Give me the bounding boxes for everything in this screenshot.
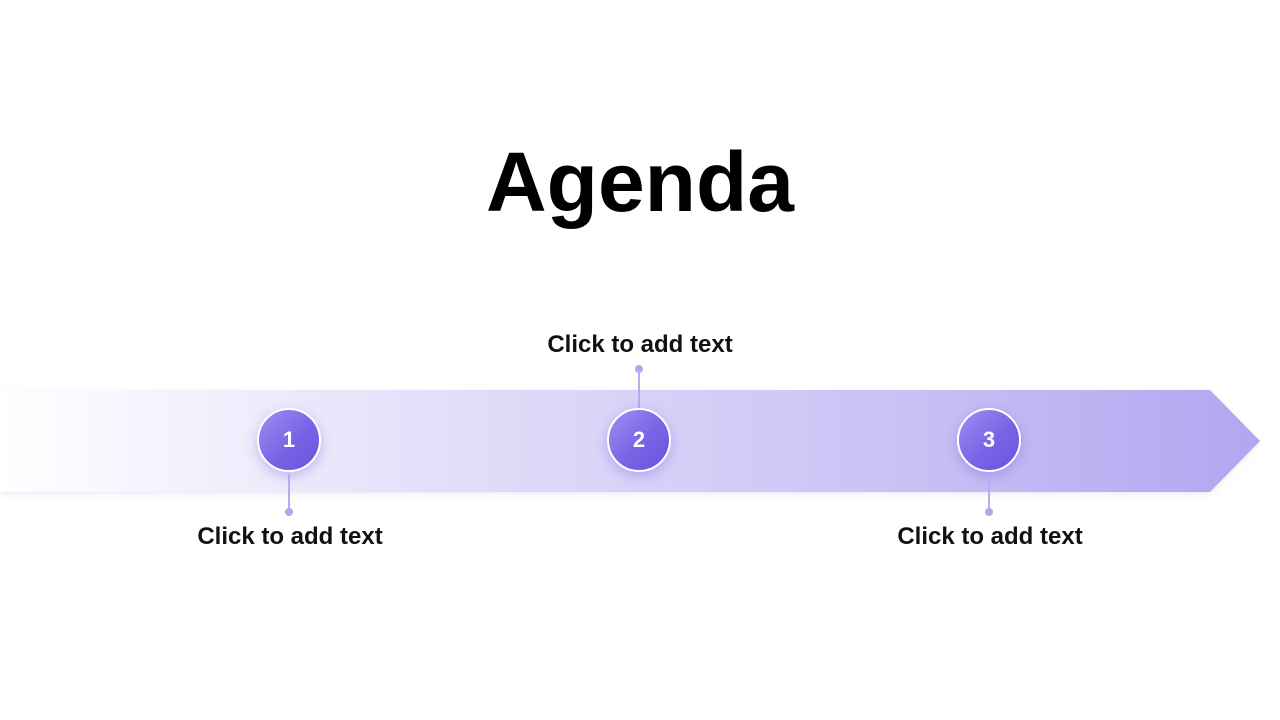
step-2-connector-dot bbox=[635, 365, 643, 373]
step-3-badge[interactable]: 3 bbox=[957, 408, 1021, 472]
step-2-label[interactable]: Click to add text bbox=[547, 331, 733, 358]
step-1-connector bbox=[288, 474, 290, 512]
step-1-badge[interactable]: 1 bbox=[257, 408, 321, 472]
step-1-connector-dot bbox=[285, 508, 293, 516]
slide-title[interactable]: Agenda bbox=[485, 135, 795, 229]
step-3-connector bbox=[988, 474, 990, 512]
step-3-connector-dot bbox=[985, 508, 993, 516]
step-2-connector bbox=[638, 370, 640, 408]
step-3-label[interactable]: Click to add text bbox=[897, 523, 1083, 550]
step-2-badge[interactable]: 2 bbox=[607, 408, 671, 472]
step-1-label[interactable]: Click to add text bbox=[197, 523, 383, 550]
